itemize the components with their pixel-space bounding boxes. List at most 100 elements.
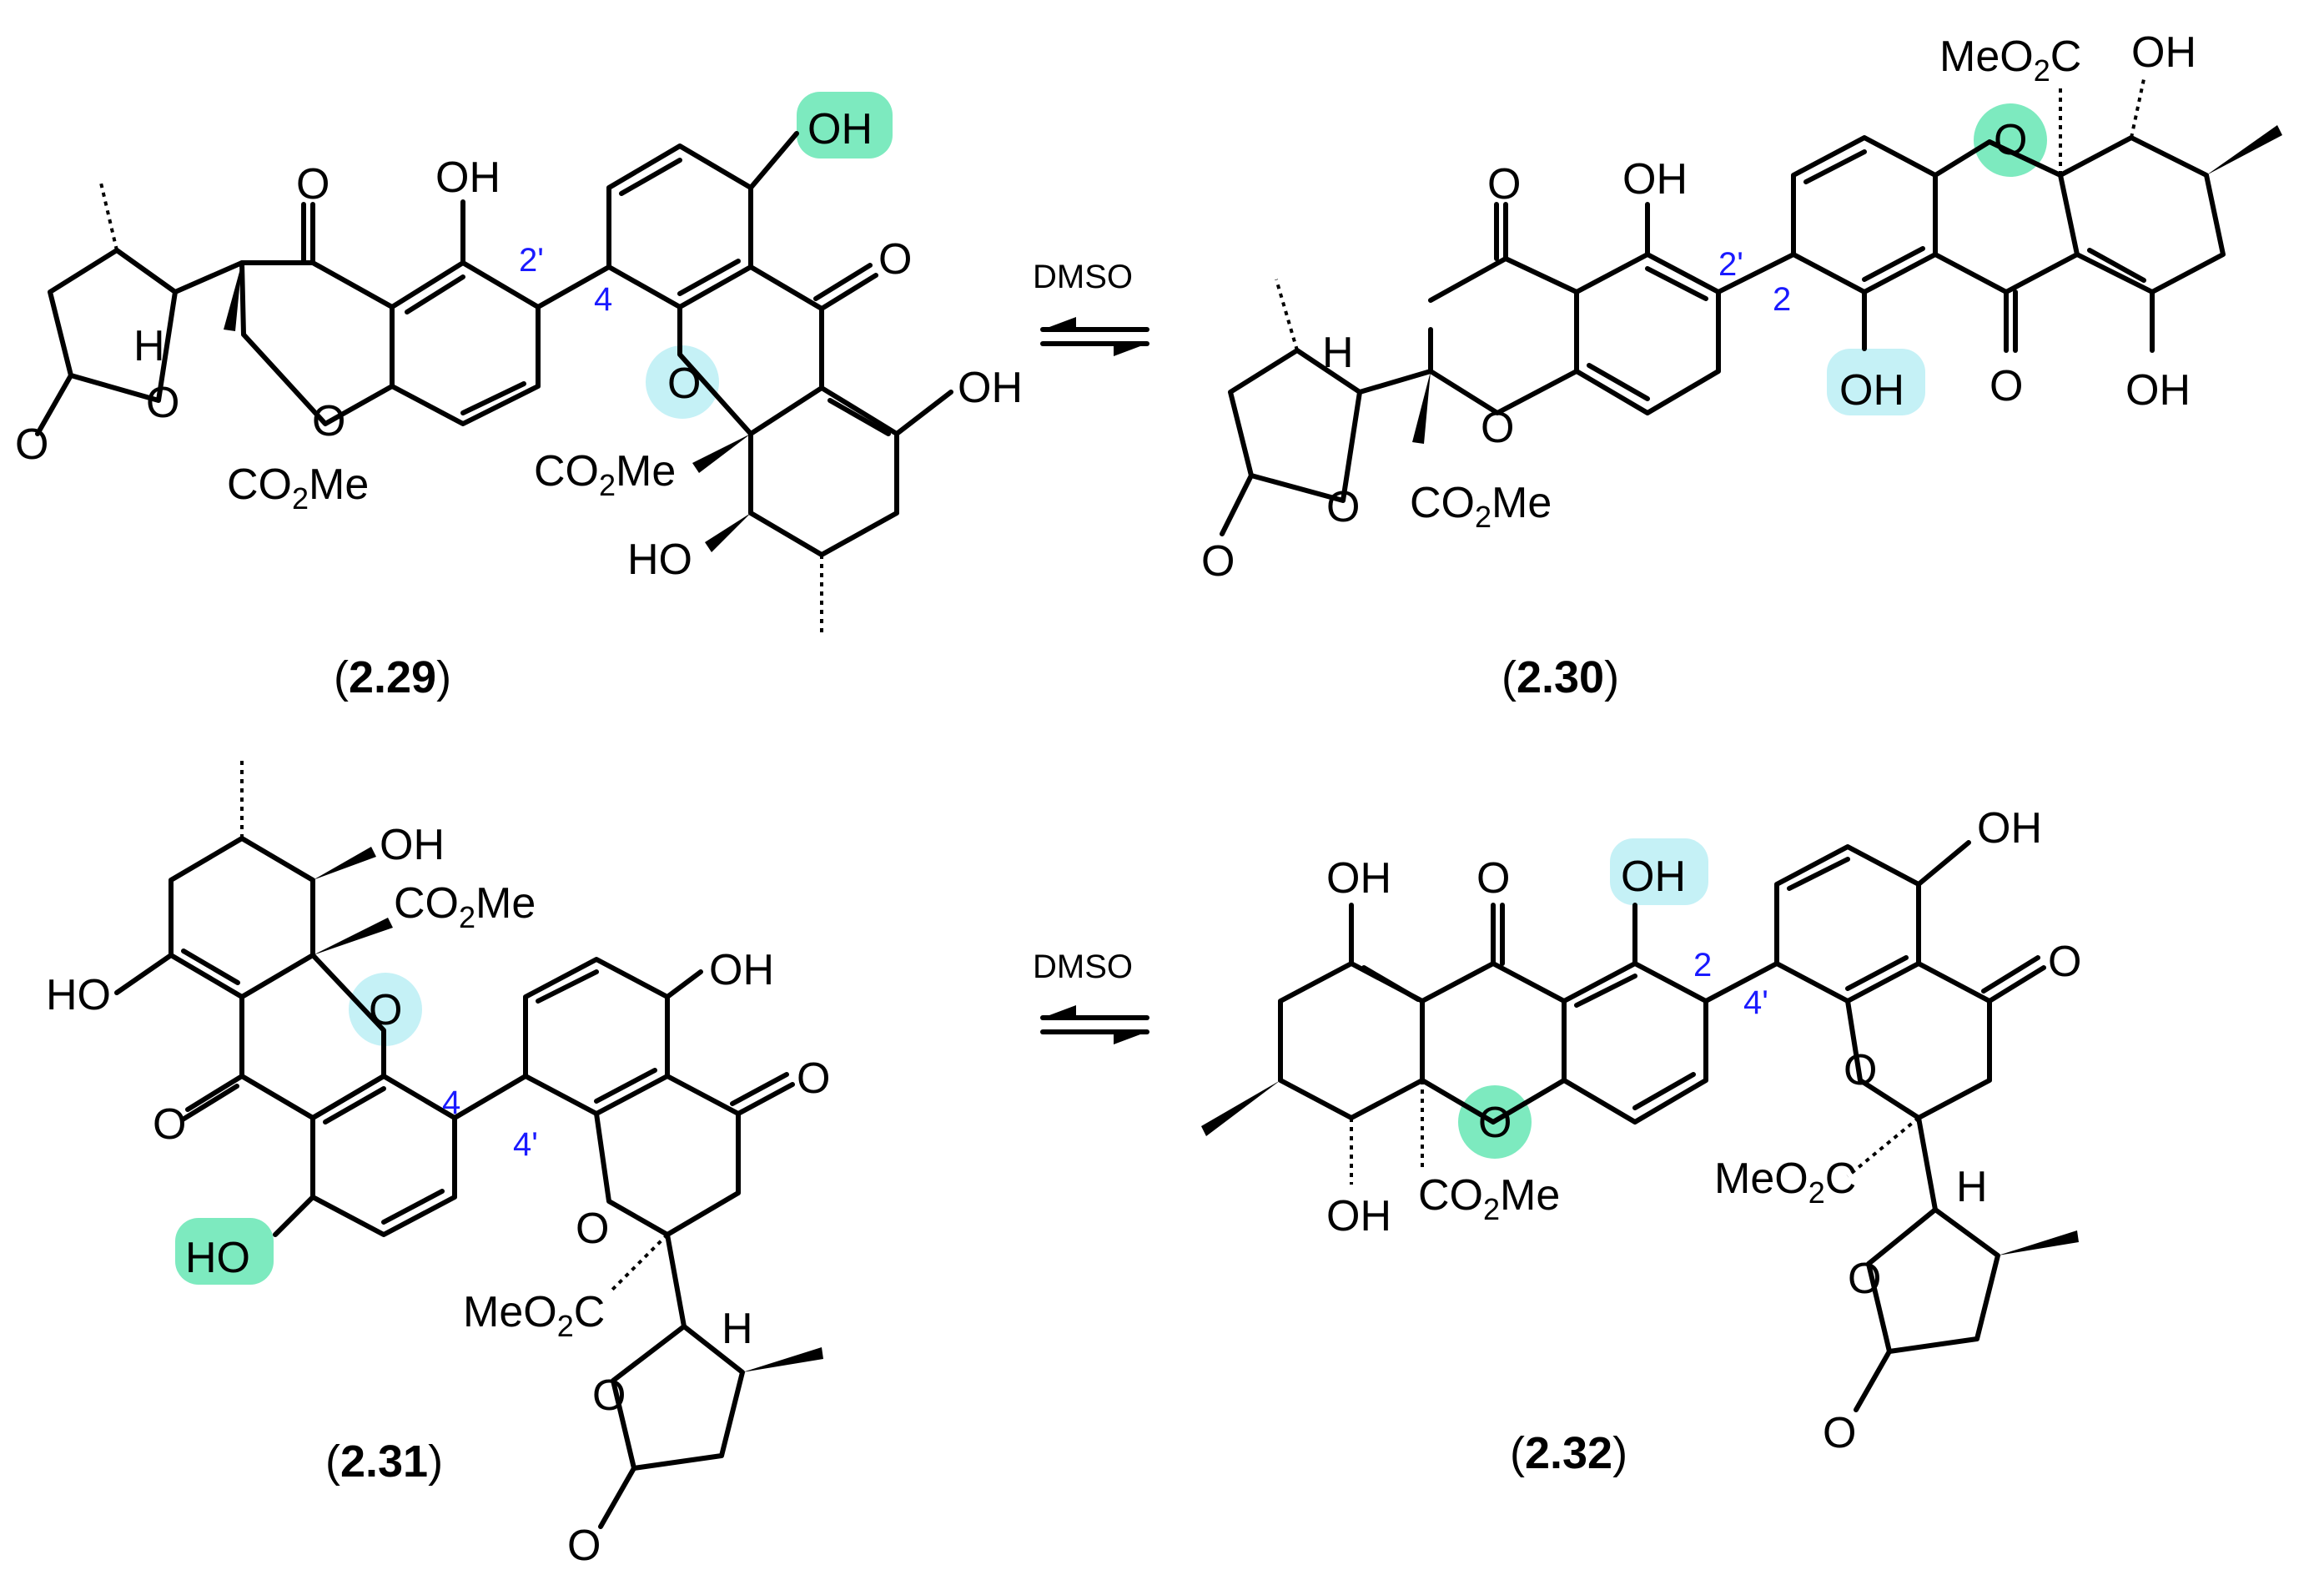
position-label-2-32-a: 2	[1693, 947, 1712, 984]
atom-oh-enol-2-29: OH	[958, 364, 1023, 412]
atom-o-ether-2-31: O	[369, 986, 402, 1034]
compound-2-29: O OH OH O OH O O O O H CO2Me CO2Me HO 2'…	[15, 92, 1023, 702]
ring-b-double-1-2-32	[1787, 857, 1850, 891]
chromanone-ring-2-30	[1428, 256, 1579, 415]
atom-oh-top-2-30: OH	[2131, 28, 2196, 77]
wedge-co2me-2-29	[692, 434, 751, 473]
atom-o-ring-2-32: O	[1844, 1046, 1877, 1094]
ring-b-double-2-2-32	[1845, 955, 1909, 991]
biaryl-bond-2-31	[452, 1074, 528, 1120]
wedge-methyl-lactone-2-32	[1998, 1230, 2079, 1255]
caption-2-29: (2.29)	[334, 652, 451, 702]
atom-co2me-2-32: CO2Me	[1418, 1171, 1560, 1226]
equilibrium-arrow-bottom: DMSO	[1033, 948, 1149, 1044]
bond-oh-b-2-32	[1916, 840, 1971, 887]
equilibrium-arrow-top: DMSO	[1033, 259, 1149, 356]
chromanone-ring-2-32	[1845, 961, 1992, 1120]
bond-c2-lactone-2-32	[1916, 1115, 1938, 1212]
atom-h-2-29: H	[133, 322, 165, 370]
bond-oh-b-2-31	[665, 969, 703, 999]
atom-oh-enol-2-30: OH	[2125, 366, 2191, 415]
wedge-co2me-2-31	[313, 918, 393, 955]
solvent-label-top: DMSO	[1033, 259, 1133, 295]
wedge-oh-2-29	[705, 513, 751, 552]
aromatic-ring-b-2-31	[523, 957, 670, 1116]
wedge-oh-2-31	[313, 847, 376, 880]
ring-a-double-2-2-30	[1645, 266, 1708, 301]
atom-o-ketone-2-30: O	[1989, 362, 2023, 410]
cyclohexene-ring-2-30	[2058, 135, 2226, 294]
wedge-methyl-2-30	[2206, 125, 2282, 175]
ring-a-double-2-2-29	[460, 381, 526, 415]
ring-a-double-2-2-31	[381, 1189, 445, 1225]
cyclohexene-ring-2-29	[748, 385, 899, 557]
atom-o-lactone-2-29: O	[146, 379, 179, 427]
highlight-ether-o-2-29	[646, 345, 719, 419]
compound-2-30: O OH OH O O OH OH MeO2C O O O H CO2Me 2'…	[1201, 28, 2282, 702]
lactone-ring-2-32	[1866, 1207, 2000, 1354]
atom-o-lactone-2-32: O	[1848, 1255, 1881, 1303]
atom-o-ketone-2-29: O	[878, 235, 912, 284]
position-label-2-30-b: 2	[1773, 281, 1791, 318]
lactone-carbonyl-2-32	[1854, 1349, 1892, 1412]
solvent-label-bottom: DMSO	[1033, 948, 1133, 985]
atom-co2me-left-2-29: CO2Me	[227, 460, 369, 516]
biaryl-bond-2-32	[1703, 961, 1779, 1004]
highlight-oh-2-29	[797, 92, 893, 158]
atom-o-ketone-2-31: O	[153, 1100, 186, 1149]
position-label-2-32-b: 4'	[1743, 984, 1768, 1021]
atom-oh-a-2-30: OH	[1622, 155, 1688, 204]
lactone-carbonyl-2-29	[35, 373, 73, 436]
atom-o-lactone-co-2-29: O	[15, 420, 48, 469]
biaryl-bond-2-30	[1716, 252, 1796, 294]
lactone-ring-2-31	[611, 1324, 745, 1471]
atom-oh-highlight-2-32: OH	[1621, 853, 1686, 901]
enol-double-2-31	[181, 948, 240, 985]
bond-enol-oh-2-29	[894, 390, 953, 436]
atom-o-ether-2-30: O	[1994, 116, 2027, 164]
atom-ho-2-29: HO	[627, 536, 692, 584]
caption-2-31: (2.31)	[325, 1437, 443, 1487]
caption-2-32: (2.32)	[1510, 1428, 1627, 1478]
atom-o-lactone-2-31: O	[592, 1371, 626, 1420]
wedge-ester-2-30	[1412, 371, 1431, 444]
ring-a-double-1-2-30	[1587, 363, 1650, 401]
bond-enol-oh-2-31	[114, 953, 174, 995]
aromatic-ring-a-2-32	[1562, 961, 1708, 1125]
position-label-2-29-b: 4	[594, 281, 612, 318]
compound-2-31: OH CO2Me HO O O HO OH O O MeO2C H O O 4 …	[46, 759, 830, 1570]
atom-meo2c-2-30: MeO2C	[1939, 33, 2081, 88]
compound-2-32: OH O OH OH O O OH CO2Me O MeO2C H O O 2 …	[1201, 804, 2081, 1478]
ring-a-double-2-2-32	[1632, 1072, 1696, 1110]
atom-o-carbonyl-2-31: O	[797, 1054, 830, 1103]
hash-methyl-lactone-2-29	[98, 179, 118, 251]
lactone-ring-2-30	[1228, 348, 1362, 503]
arrow-top-head-right	[1114, 344, 1147, 356]
atom-h-2-30: H	[1322, 329, 1354, 377]
atom-o-ether-2-29: O	[667, 360, 701, 408]
aromatic-ring-b-2-29	[606, 143, 753, 309]
highlight-ho-2-31	[175, 1218, 274, 1285]
ring-b-double-2-2-29	[677, 259, 741, 296]
ring-a-double-1-2-29	[405, 274, 465, 314]
wedge-methyl-2-32	[1201, 1080, 1280, 1136]
atom-oh-b-2-32: OH	[1977, 804, 2042, 853]
atom-o-carbonyl-2-32: O	[2048, 938, 2081, 986]
position-label-2-30-a: 2'	[1718, 246, 1743, 283]
atom-o-lactone-2-30: O	[1326, 483, 1360, 531]
bond-c2-lactone-2-31	[665, 1232, 687, 1329]
bond-oh-b-2-29	[748, 131, 799, 190]
hash-oh-2-30	[2130, 78, 2145, 138]
atom-o-carbonyl-2-30: O	[1487, 160, 1521, 209]
atom-h-2-32: H	[1956, 1163, 1988, 1211]
xanthone-ring-2-29	[677, 264, 824, 436]
bond-c2-lactone-2-29	[173, 260, 244, 294]
atom-o-lactone-co-2-31: O	[567, 1522, 601, 1570]
carbonyl-double-2-31	[730, 1072, 789, 1106]
highlight-ether-o-2-31	[349, 973, 422, 1046]
ring-b-double-1-2-29	[619, 158, 682, 196]
atom-co2me-right-2-29: CO2Me	[534, 447, 676, 502]
atom-meo2c-2-31: MeO2C	[463, 1288, 605, 1343]
ketone-double-2-31	[180, 1084, 239, 1122]
